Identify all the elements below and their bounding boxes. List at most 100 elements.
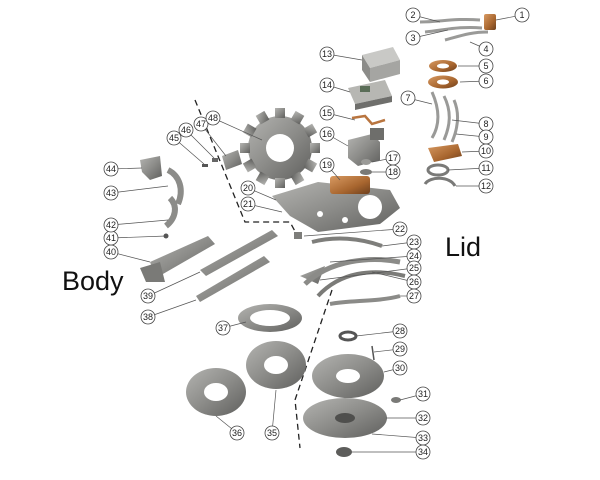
callout-9: 9	[478, 129, 494, 145]
part-gear-30	[312, 354, 384, 398]
callout-number: 28	[395, 326, 405, 336]
callout-number: 45	[169, 133, 179, 143]
callout-45: 45	[166, 130, 182, 146]
callout-2: 2	[405, 7, 421, 23]
part-gear-35	[246, 341, 306, 389]
callout-20: 20	[240, 180, 256, 196]
callout-16: 16	[319, 126, 335, 142]
callout-36: 36	[229, 425, 245, 441]
callout-number: 10	[481, 146, 491, 156]
callout-circle	[405, 30, 421, 46]
part-small-22	[294, 232, 302, 239]
callout-circle	[103, 185, 119, 201]
callout-circle	[140, 309, 156, 325]
callout-number: 26	[409, 277, 419, 287]
callout-5: 5	[478, 58, 494, 74]
part-cover-box	[362, 47, 400, 82]
parts	[140, 14, 496, 457]
callout-number: 12	[481, 181, 491, 191]
callout-number: 40	[106, 247, 116, 257]
callout-number: 46	[181, 125, 191, 135]
callout-number: 5	[483, 61, 488, 71]
callout-number: 9	[483, 132, 488, 142]
callout-circle	[166, 130, 182, 146]
part-small-18	[360, 169, 372, 175]
callout-43: 43	[103, 185, 119, 201]
label-body: Body	[62, 266, 124, 296]
callout-number: 37	[218, 323, 228, 333]
callout-circle	[400, 90, 416, 106]
callout-39: 39	[140, 288, 156, 304]
callout-circle	[478, 178, 494, 194]
callout-circle	[406, 288, 422, 304]
callout-circle	[385, 164, 401, 180]
callout-31: 31	[415, 386, 431, 402]
callout-25: 25	[406, 260, 422, 276]
callout-6: 6	[478, 73, 494, 89]
callout-number: 13	[322, 49, 332, 59]
callout-circle	[478, 41, 494, 57]
part-31	[391, 397, 401, 403]
body-lid-divider	[194, 99, 333, 449]
callout-8: 8	[478, 116, 494, 132]
callout-number: 43	[106, 188, 116, 198]
callout-number: 22	[395, 224, 405, 234]
callout-circle	[478, 73, 494, 89]
part-bar-38	[196, 256, 270, 302]
callout-26: 26	[406, 274, 422, 290]
leader-line	[319, 267, 415, 281]
part-bracket-16	[348, 128, 384, 166]
callout-24: 24	[406, 248, 422, 264]
callout-23: 23	[406, 234, 422, 250]
callout-number: 33	[418, 433, 428, 443]
callout-40: 40	[103, 244, 119, 260]
callout-number: 19	[322, 160, 332, 170]
callout-number: 15	[322, 108, 332, 118]
callout-number: 31	[418, 389, 428, 399]
callout-number: 48	[208, 113, 218, 123]
part-47	[222, 150, 242, 170]
callout-number: 35	[267, 428, 277, 438]
callout-11: 11	[478, 160, 494, 176]
callout-number: 16	[322, 129, 332, 139]
callout-circle	[478, 160, 494, 176]
part-copper-spring	[351, 114, 386, 126]
leader-line	[329, 255, 415, 263]
callout-circle	[415, 386, 431, 402]
callout-circle	[478, 143, 494, 159]
callout-circle	[205, 110, 221, 126]
callout-number: 3	[410, 33, 415, 43]
part-nut-34	[336, 447, 352, 457]
callout-number: 18	[388, 167, 398, 177]
callout-number: 20	[243, 183, 253, 193]
callout-circle	[264, 425, 280, 441]
part-wires-top	[419, 14, 496, 42]
callout-circle	[319, 126, 335, 142]
leader-line	[110, 185, 169, 194]
part-ring-37	[238, 304, 302, 332]
part-ring-11	[426, 163, 450, 177]
callout-7: 7	[400, 90, 416, 106]
label-lid: Lid	[445, 232, 482, 262]
callout-number: 2	[410, 10, 415, 20]
leader-line	[110, 235, 167, 239]
callout-29: 29	[392, 341, 408, 357]
callout-number: 41	[106, 233, 116, 243]
callout-circle	[140, 288, 156, 304]
part-44	[140, 156, 162, 180]
callout-10: 10	[478, 143, 494, 159]
callout-28: 28	[392, 323, 408, 339]
callout-circle	[478, 58, 494, 74]
callout-circle	[319, 77, 335, 93]
callout-circle	[415, 444, 431, 460]
part-wires-mid	[430, 91, 460, 143]
callout-circle	[229, 425, 245, 441]
part-46	[212, 158, 218, 162]
callout-number: 32	[418, 413, 428, 423]
callout-13: 13	[319, 46, 335, 62]
callout-circle	[178, 122, 194, 138]
callout-number: 38	[143, 312, 153, 322]
callout-number: 14	[322, 80, 332, 90]
leader-line	[371, 433, 424, 439]
callout-circle	[215, 320, 231, 336]
